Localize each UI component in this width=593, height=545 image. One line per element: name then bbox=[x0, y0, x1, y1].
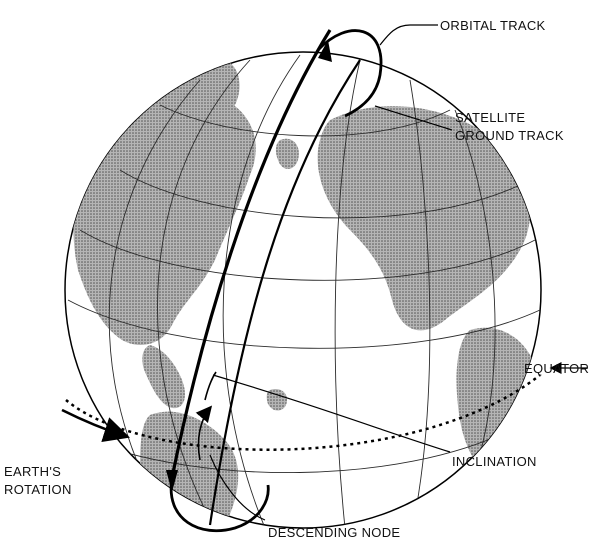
earths-rotation-arrow bbox=[61, 408, 130, 443]
equator-label: EQUATOR bbox=[524, 361, 589, 376]
latitude-line bbox=[87, 429, 511, 473]
ground-track-leader bbox=[374, 105, 453, 131]
orbital-track-leader bbox=[379, 24, 438, 46]
longitude-line bbox=[409, 79, 431, 516]
orbital-track-label: ORBITAL TRACK bbox=[440, 18, 546, 33]
orbital-track-loop-top bbox=[316, 29, 383, 118]
island-land bbox=[266, 389, 288, 411]
orbital-track-loop-bottom bbox=[169, 477, 270, 533]
orbital-arrow-top bbox=[318, 40, 332, 62]
greenland-land bbox=[167, 54, 240, 125]
island-land bbox=[275, 138, 299, 169]
orbital-arrow-down bbox=[166, 470, 178, 492]
latitude-line bbox=[67, 299, 541, 349]
longitude-line bbox=[454, 109, 496, 486]
earths-label-line1: EARTH'S bbox=[4, 464, 61, 479]
orbital-track-line bbox=[170, 29, 332, 479]
latitude-line bbox=[119, 169, 521, 219]
longitude-line bbox=[157, 59, 251, 521]
latitude-line bbox=[79, 229, 536, 281]
eurasia-land bbox=[317, 106, 531, 331]
longitude-line bbox=[222, 54, 301, 528]
ground-track-label-line2: GROUND TRACK bbox=[455, 128, 564, 143]
satellite-label-line1: SATELLITE bbox=[455, 110, 525, 125]
descending-node-leader bbox=[209, 454, 266, 521]
longitude-line bbox=[334, 59, 361, 528]
north-america-land bbox=[73, 90, 256, 345]
inclination-leader bbox=[212, 374, 451, 453]
ground-track-line bbox=[208, 59, 361, 526]
descending-node-label: DESCENDING NODE bbox=[268, 525, 400, 540]
inclination-label: INCLINATION bbox=[452, 454, 537, 469]
rotation-label-line2: ROTATION bbox=[4, 482, 72, 497]
graticule bbox=[67, 54, 541, 528]
inclination-arc-marker bbox=[204, 371, 217, 401]
inclination-arc bbox=[195, 405, 213, 461]
